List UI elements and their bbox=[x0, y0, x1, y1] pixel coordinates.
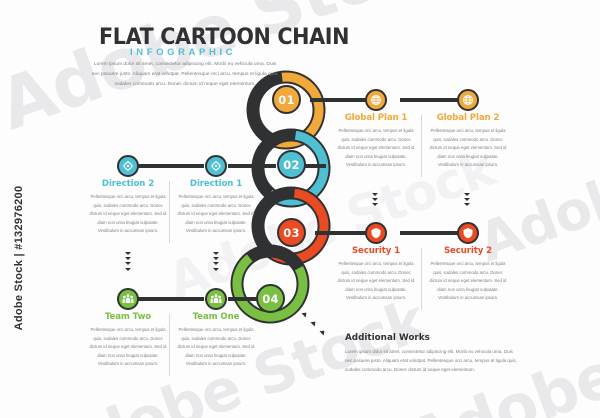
shield-icon bbox=[462, 227, 474, 239]
branch-title: Global Plan 2 bbox=[436, 113, 500, 123]
branch-body: Pellentesque orci arcu, tempus et ligula… bbox=[429, 261, 507, 301]
compass-icon bbox=[122, 160, 134, 172]
branch-title: Direction 1 bbox=[189, 179, 243, 189]
chevron-down-icon bbox=[125, 267, 131, 271]
chain-node-label: 04 bbox=[262, 291, 279, 306]
arrow-stack-left-top-2 bbox=[213, 252, 219, 271]
connector-bar bbox=[138, 297, 204, 301]
branch-body: Pellentesque orci arcu, tempus et ligula… bbox=[337, 261, 415, 301]
chain-node-02[interactable]: 02 bbox=[277, 150, 306, 179]
branch-body: Pellentesque orci arcu, tempus et ligula… bbox=[89, 194, 167, 234]
branch-global-plan-2: Global Plan 2 Pellentesque orci arcu, te… bbox=[428, 113, 508, 170]
branch-title: Team Two bbox=[104, 312, 152, 322]
chain-node-label: 02 bbox=[283, 157, 300, 172]
chain-node-01[interactable]: 01 bbox=[272, 85, 301, 114]
connector-bar bbox=[310, 98, 334, 102]
branch-direction-2: Direction 2 Pellentesque orci arcu, temp… bbox=[88, 179, 168, 236]
shield-icon bbox=[370, 227, 382, 239]
chevron-down-icon bbox=[213, 252, 219, 255]
additional-works-body: Lorem ipsum dolor sit amet, consectetur … bbox=[345, 349, 517, 372]
page-title: FLAT CARTOON CHAIN bbox=[99, 24, 350, 50]
column-divider bbox=[169, 181, 170, 243]
connector-bar bbox=[400, 98, 468, 102]
people-icon bbox=[122, 293, 134, 305]
people-node-team-two[interactable] bbox=[117, 288, 139, 310]
chevron-down-icon bbox=[125, 262, 131, 266]
branch-title: Global Plan 1 bbox=[344, 113, 408, 123]
branch-body: Pellentesque orci arcu, tempus et ligula… bbox=[177, 327, 255, 367]
branch-team-two: Team Two Pellentesque orci arcu, tempus … bbox=[88, 312, 168, 369]
intro-paragraph: Lorem ipsum dolor sit amet, consectetur … bbox=[91, 62, 279, 88]
chevron-down-icon bbox=[213, 257, 219, 261]
chain-node-label: 01 bbox=[278, 92, 295, 107]
branch-direction-1: Direction 1 Pellentesque orci arcu, temp… bbox=[176, 179, 256, 236]
chevron-down-icon bbox=[464, 203, 470, 207]
connector-bar bbox=[228, 297, 258, 301]
chevron-down-icon bbox=[125, 252, 131, 255]
chain-node-label: 03 bbox=[283, 225, 300, 240]
branch-body: Pellentesque orci arcu, tempus et ligula… bbox=[89, 327, 167, 367]
chain-ring-01 bbox=[246, 70, 326, 150]
branch-body: Pellentesque orci arcu, tempus et ligula… bbox=[429, 128, 507, 168]
additional-works-block: Additional Works Lorem ipsum dolor sit a… bbox=[345, 333, 520, 374]
chain-node-04[interactable]: 04 bbox=[256, 284, 285, 313]
chevron-down-icon bbox=[213, 262, 219, 266]
compass-node-direction-1[interactable] bbox=[205, 155, 227, 177]
connector-bar bbox=[330, 98, 376, 102]
chain-ring-04 bbox=[230, 244, 310, 324]
chevron-down-icon bbox=[372, 193, 378, 196]
branch-title: Direction 2 bbox=[101, 179, 155, 189]
column-divider bbox=[421, 248, 422, 310]
connector-bar bbox=[228, 164, 276, 168]
additional-works-heading: Additional Works bbox=[345, 333, 430, 343]
branch-title: Security 2 bbox=[443, 246, 493, 256]
globe-icon bbox=[462, 94, 474, 106]
connector-bar bbox=[138, 164, 204, 168]
page-subtitle: INFOGRAPHIC bbox=[130, 47, 237, 58]
shield-node-security-1[interactable] bbox=[365, 222, 387, 244]
arrow-stack-right-top bbox=[372, 193, 378, 207]
branch-security-1: Security 1 Pellentesque orci arcu, tempu… bbox=[336, 246, 416, 303]
globe-node-global-plan-2[interactable] bbox=[457, 89, 479, 111]
chevron-down-icon bbox=[464, 193, 470, 196]
diagonal-arrow-icon bbox=[319, 328, 327, 336]
arrow-stack-left-top bbox=[125, 252, 131, 271]
chevron-down-icon bbox=[464, 198, 470, 202]
people-icon bbox=[210, 293, 222, 305]
diagonal-arrow-icon bbox=[301, 310, 309, 318]
branch-security-2: Security 2 Pellentesque orci arcu, tempu… bbox=[428, 246, 508, 303]
diagonal-arrow-icon bbox=[310, 319, 318, 327]
column-divider bbox=[169, 314, 170, 376]
branch-team-one: Team One Pellentesque orci arcu, tempus … bbox=[176, 312, 256, 369]
connector-bar bbox=[300, 164, 326, 168]
branch-global-plan-1: Global Plan 1 Pellentesque orci arcu, te… bbox=[336, 113, 416, 170]
people-node-team-one[interactable] bbox=[205, 288, 227, 310]
connector-bar bbox=[332, 231, 376, 235]
chevron-down-icon bbox=[213, 267, 219, 271]
watermark-id-label: Adobe Stock | #132976200 bbox=[13, 185, 25, 331]
branch-body: Pellentesque orci arcu, tempus et ligula… bbox=[337, 128, 415, 168]
connector-bar bbox=[400, 231, 468, 235]
chevron-down-icon bbox=[372, 198, 378, 202]
compass-node-direction-2[interactable] bbox=[117, 155, 139, 177]
branch-title: Team One bbox=[192, 312, 240, 322]
column-divider bbox=[421, 115, 422, 177]
shield-node-security-2[interactable] bbox=[457, 222, 479, 244]
chain-node-03[interactable]: 03 bbox=[277, 218, 306, 247]
arrow-stack-right-top-2 bbox=[464, 193, 470, 207]
compass-icon bbox=[210, 160, 222, 172]
globe-icon bbox=[370, 94, 382, 106]
connector-bar bbox=[315, 231, 337, 235]
chevron-down-icon bbox=[125, 257, 131, 261]
branch-body: Pellentesque orci arcu, tempus et ligula… bbox=[177, 194, 255, 234]
chevron-down-icon bbox=[372, 203, 378, 207]
branch-title: Security 1 bbox=[351, 246, 401, 256]
globe-node-global-plan-1[interactable] bbox=[365, 89, 387, 111]
